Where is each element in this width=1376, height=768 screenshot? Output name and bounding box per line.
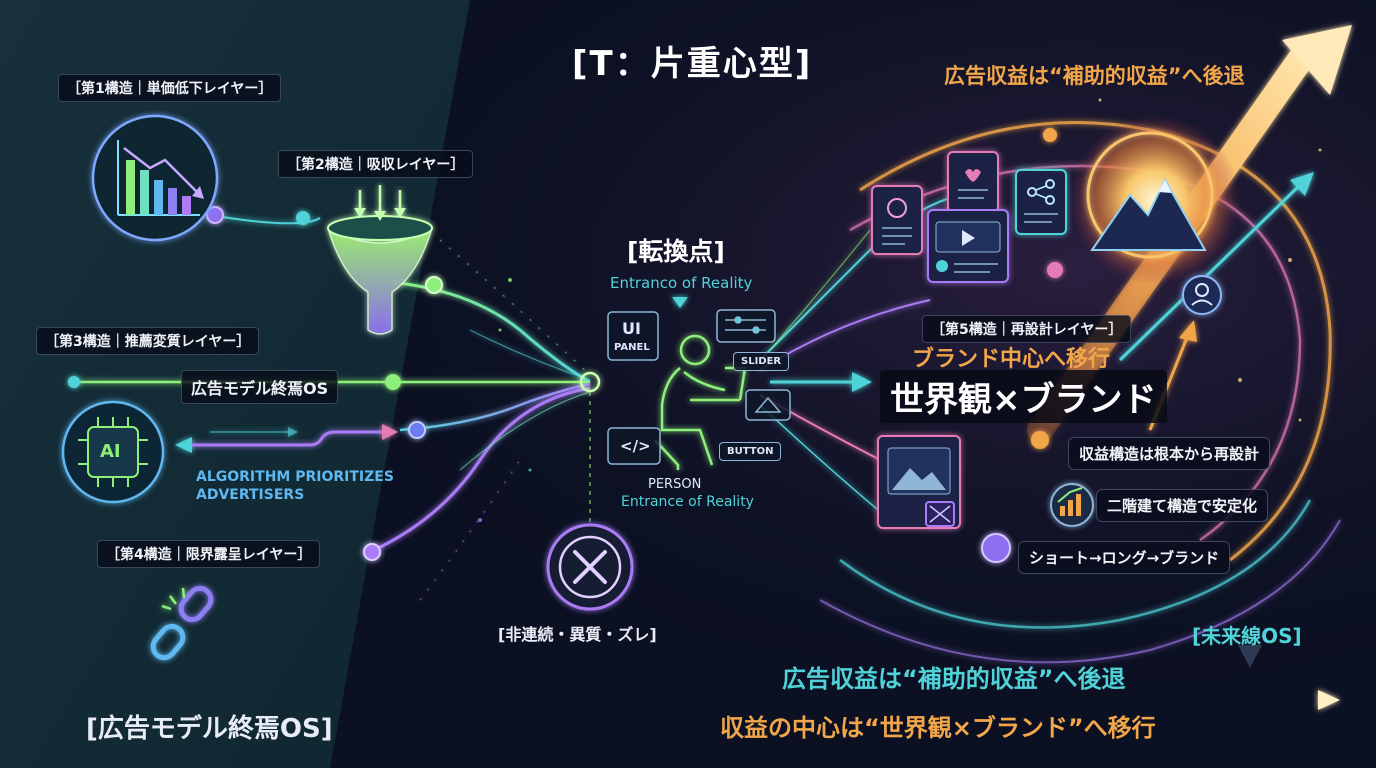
broken-chain-icon [150, 585, 214, 661]
profile-circle-icon [1182, 275, 1222, 315]
slider-panel-box [716, 309, 776, 343]
entrance-bottom-label: Entrance of Reality [621, 494, 754, 510]
entrance-top-label: Entranco of Reality [610, 274, 753, 292]
discontinuity-x-icon [546, 523, 634, 611]
bottom-arrow [620, 690, 1340, 710]
person-label: PERSON [648, 477, 702, 492]
os-end-label: 広告モデル終焉OS [181, 370, 339, 404]
world-brand-headline: 世界観×ブランド [880, 370, 1167, 423]
algorithm-text-line1: ALGORITHM PRIORITIZES [196, 469, 394, 485]
revenue-redesign-item: 収益構造は根本から再設計 [1068, 437, 1271, 470]
ui-panel-big-text: UI [622, 319, 641, 338]
sun-mountain-icon [1070, 115, 1240, 285]
funnel-icon [326, 185, 434, 335]
button-tag: BUTTON [719, 442, 782, 461]
discontinuity-label: [非連続・異質・ズレ] [498, 625, 657, 644]
ai-chip-icon [61, 400, 165, 504]
growth-arrow-small-teal [1118, 172, 1314, 362]
layer1-label: ［第1構造｜単価低下レイヤー］ [58, 74, 282, 102]
sparkle-dots [478, 98, 1322, 522]
layer3-label: ［第3構造｜推薦変質レイヤー］ [36, 327, 260, 355]
growth-chart-icon [1050, 483, 1094, 527]
ai-chip-text: AI [100, 441, 121, 462]
layer4-label: ［第4構造｜限界露呈レイヤー］ [97, 540, 321, 568]
center-ui-panels [607, 309, 791, 465]
left-bottom-label: [広告モデル終焉OS] [86, 714, 333, 744]
image-panel-box [745, 389, 791, 421]
algorithm-text-line2: ADVERTISERS [196, 487, 305, 503]
brand-shift-label: ブランド中心へ移行 [912, 347, 1111, 372]
algorithm-double-arrow [175, 424, 398, 453]
center-arrow-right [770, 372, 872, 392]
layer2-label: ［第2構造｜吸収レイヤー］ [278, 150, 474, 178]
right-cards [871, 151, 1067, 529]
slider-tag: SLIDER [733, 352, 790, 371]
code-panel-box [607, 427, 661, 465]
layer5-label: ［第5構造｜再設計レイヤー］ [922, 315, 1132, 343]
top-right-headline: 広告収益は“補助的収益”へ後退 [944, 64, 1245, 88]
bottom-line2: 収益の中心は“世界観×ブランド”へ移行 [720, 714, 1156, 742]
short-long-brand-item: ショート→ロング→ブランド [1018, 541, 1231, 574]
profile-card [871, 185, 923, 255]
ui-panel-small-text: PANEL [614, 342, 650, 353]
page-title: [T：片重心型] [572, 44, 813, 84]
code-panel-text: </> [620, 437, 651, 455]
entrance-pointer [672, 297, 688, 308]
connection-nodes [68, 128, 1063, 563]
share-card [1015, 169, 1067, 235]
ui-panel-box [607, 311, 659, 361]
two-story-structure-item: 二階建て構造で安定化 [1096, 489, 1269, 522]
turning-point-label: [転換点] [627, 237, 725, 266]
future-os-marker [1238, 645, 1262, 668]
bar-chart-down-icon [91, 114, 219, 242]
future-os-label: [未来線OS] [1192, 624, 1302, 648]
bottom-line1: 広告収益は“補助的収益”へ後退 [782, 665, 1126, 693]
